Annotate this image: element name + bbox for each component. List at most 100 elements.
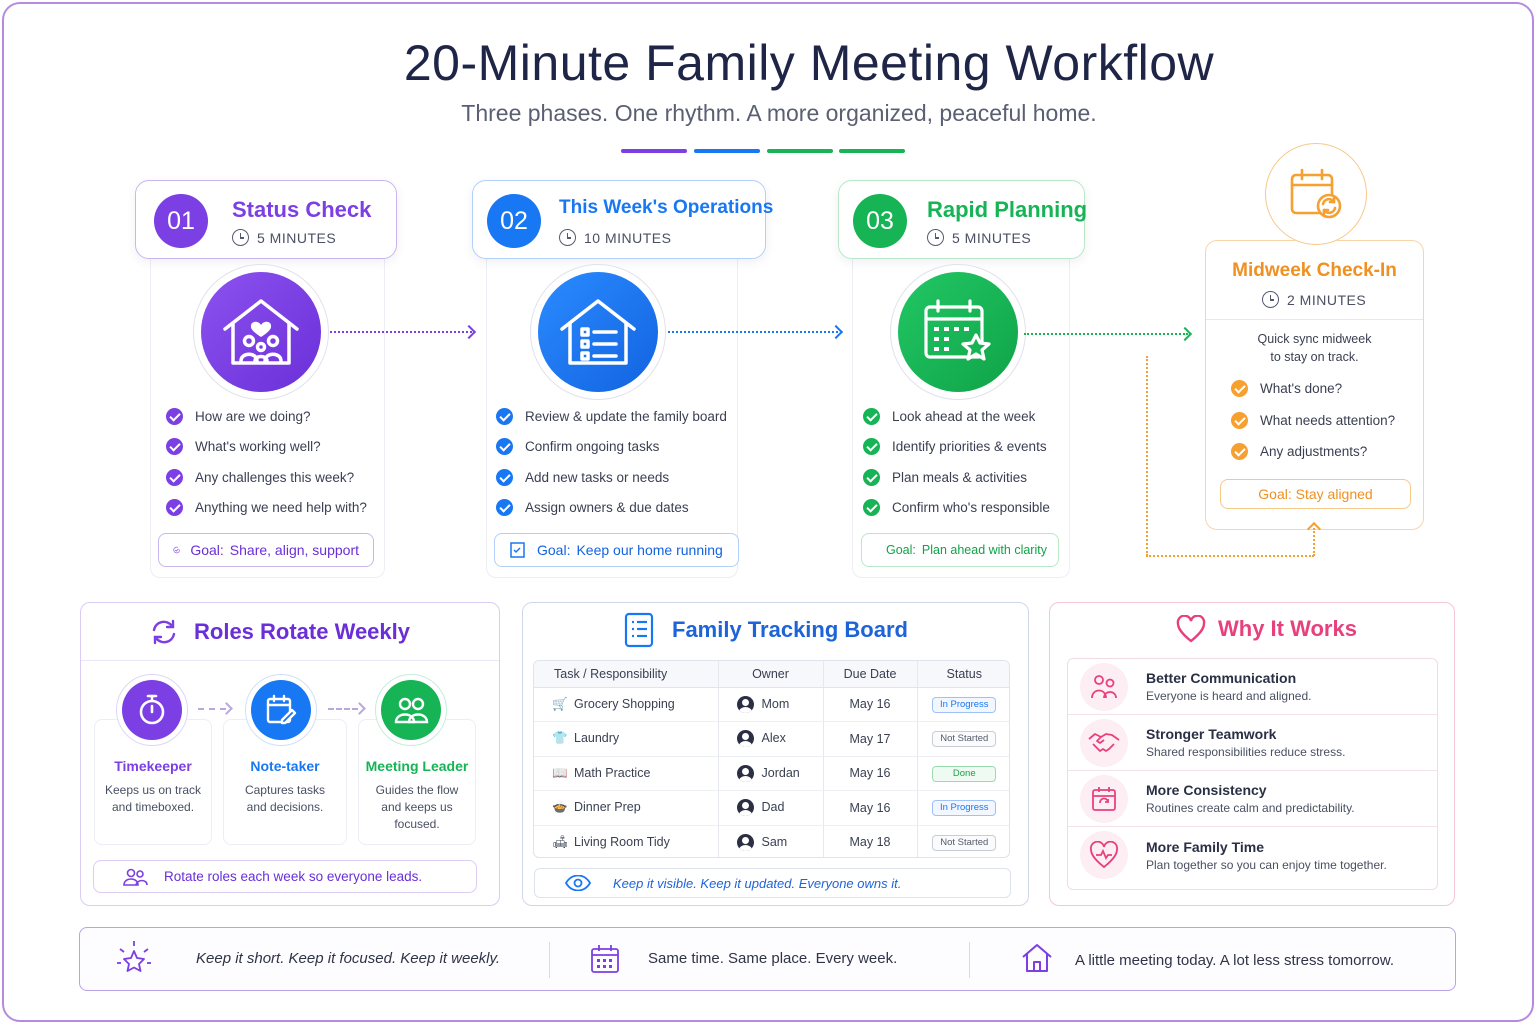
list-item[interactable]: What's working well? xyxy=(166,432,367,463)
sparkle-star-icon xyxy=(114,939,154,984)
cart-icon: 🛒 xyxy=(552,696,568,711)
heart-icon xyxy=(1176,615,1206,643)
col-task: Task / Responsibility xyxy=(534,661,718,688)
calendar-refresh-icon xyxy=(1265,143,1367,245)
phase-2-goal: Goal:Keep our home running xyxy=(494,533,739,567)
eye-icon xyxy=(565,875,591,891)
phase-3-time: 5 MINUTES xyxy=(927,229,1031,246)
page-subtitle: Three phases. One rhythm. A more organiz… xyxy=(461,100,1097,126)
check-icon xyxy=(496,407,513,425)
list-item[interactable]: Look ahead at the week xyxy=(863,401,1050,432)
check-icon xyxy=(166,499,183,517)
divider-blue xyxy=(694,149,760,153)
list-item[interactable]: Any challenges this week? xyxy=(166,462,367,493)
midweek-title: Midweek Check-In xyxy=(1232,260,1397,281)
loop-line-up xyxy=(1313,528,1315,556)
calendar-star-icon xyxy=(898,272,1018,392)
clipboard-icon xyxy=(510,542,525,558)
group-icon xyxy=(375,674,447,746)
check-icon xyxy=(863,499,880,517)
target-check-icon xyxy=(173,546,180,554)
board-list-icon xyxy=(624,612,654,648)
table-row[interactable]: 🛋Living Room Tidy Sam May 18 Not Started xyxy=(534,825,1009,857)
flow-arrow-3 xyxy=(1024,333,1188,335)
phase-3-icon-ring xyxy=(890,264,1026,400)
midweek-checklist: What's done? What needs attention? Any a… xyxy=(1231,373,1395,468)
board-header: Family Tracking Board xyxy=(624,612,908,648)
calendar-repeat-icon xyxy=(1080,774,1128,823)
phase-2-icon-ring xyxy=(530,264,666,400)
loop-line-vertical xyxy=(1146,356,1148,556)
status-badge: Done xyxy=(932,765,997,782)
list-item[interactable]: What needs attention? xyxy=(1231,405,1395,437)
roles-note: Rotate roles each week so everyone leads… xyxy=(93,860,477,893)
list-item[interactable]: Review & update the family board xyxy=(496,401,727,432)
clock-icon xyxy=(559,229,576,246)
status-badge: In Progress xyxy=(932,800,997,817)
board-table: Task / Responsibility Owner Due Date Sta… xyxy=(534,661,1009,857)
role-note-taker: Note-taker Captures tasks and decisions. xyxy=(244,758,326,814)
roles-header: Roles Rotate Weekly xyxy=(150,618,410,646)
phase-1-title: Status Check xyxy=(232,197,372,222)
list-item[interactable]: How are we doing? xyxy=(166,401,367,432)
roles-title: Roles Rotate Weekly xyxy=(194,619,411,644)
phase-2-number: 02 xyxy=(487,194,541,248)
list-item[interactable]: Confirm who's responsible xyxy=(863,493,1050,524)
check-icon xyxy=(166,438,183,456)
midweek-goal: Goal: Stay aligned xyxy=(1220,479,1411,509)
list-item[interactable]: Anything we need help with? xyxy=(166,493,367,524)
table-row[interactable]: 🛒Grocery Shopping Mom May 16 In Progress xyxy=(534,687,1009,722)
list-item[interactable]: What's done? xyxy=(1231,373,1395,405)
clock-icon xyxy=(1262,291,1279,308)
calendar-pen-icon xyxy=(245,674,317,746)
home-list-icon xyxy=(538,272,658,392)
phase-2-header: 02 This Week's Operations 10 MINUTES xyxy=(472,180,773,259)
page-title: 20-Minute Family Meeting Workflow xyxy=(403,35,1215,91)
phase-3-title: Rapid Planning xyxy=(927,197,1088,222)
clock-icon xyxy=(232,229,249,246)
divider-green-2 xyxy=(839,149,905,153)
footer-middle-text: Same time. Same place. Every week. xyxy=(648,950,898,967)
list-item[interactable]: Confirm ongoing tasks xyxy=(496,432,727,463)
rotate-icon xyxy=(152,619,176,645)
list-item[interactable]: Any adjustments? xyxy=(1231,436,1395,468)
board-title: Family Tracking Board xyxy=(672,617,908,642)
why-header: Why It Works xyxy=(1176,615,1357,643)
phase-3-number: 03 xyxy=(853,194,907,248)
phase-3-checklist: Look ahead at the week Identify prioriti… xyxy=(863,401,1050,523)
table-row[interactable]: 👕Laundry Alex May 17 Not Started xyxy=(534,721,1009,757)
phase-1-checklist: How are we doing? What's working well? A… xyxy=(166,401,367,523)
person-icon xyxy=(736,764,754,782)
list-item[interactable]: Assign owners & due dates xyxy=(496,493,727,524)
home-icon xyxy=(1020,941,1054,980)
heart-pulse-icon xyxy=(1080,831,1128,879)
footer-banner xyxy=(79,927,1456,991)
people-icon xyxy=(1080,662,1128,711)
phase-1-number: 01 xyxy=(154,194,208,248)
list-item[interactable]: Add new tasks or needs xyxy=(496,462,727,493)
check-icon xyxy=(496,438,513,456)
list-item[interactable]: Plan meals & activities xyxy=(863,462,1050,493)
board-note: Keep it visible. Keep it updated. Everyo… xyxy=(534,868,1011,898)
sofa-icon: 🛋 xyxy=(552,834,568,849)
check-icon xyxy=(166,407,183,425)
loop-line-horizontal xyxy=(1146,555,1314,557)
book-icon: 📖 xyxy=(552,765,568,780)
table-row[interactable]: 🍲Dinner Prep Dad May 16 In Progress xyxy=(534,790,1009,826)
home-family-icon xyxy=(201,272,321,392)
flow-arrow-2 xyxy=(668,331,838,333)
check-icon xyxy=(496,468,513,486)
check-icon xyxy=(1231,380,1248,398)
table-row[interactable]: 📖Math Practice Jordan May 16 Done xyxy=(534,756,1009,791)
list-item[interactable]: Identify priorities & events xyxy=(863,432,1050,463)
phase-1-header: 01 Status Check 5 MINUTES xyxy=(135,180,397,259)
person-icon xyxy=(736,799,754,817)
check-icon xyxy=(863,468,880,486)
phase-1-icon-ring xyxy=(193,264,329,400)
